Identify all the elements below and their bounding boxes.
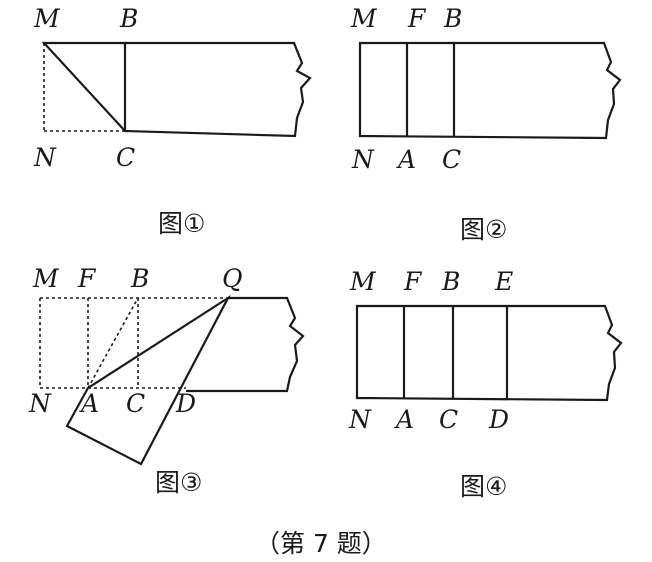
label-d: D bbox=[488, 405, 509, 434]
label-a: A bbox=[394, 405, 414, 434]
figure-3: M F B Q N A C D 图③ bbox=[28, 264, 305, 497]
folded-flap bbox=[65, 294, 231, 466]
paper-strip-outline bbox=[41, 41, 312, 138]
figure-caption: 图① bbox=[158, 209, 205, 238]
paper-strip-outline bbox=[358, 41, 622, 140]
label-b: B bbox=[441, 267, 460, 296]
paper-strip-outline bbox=[355, 304, 623, 402]
dashed-crease-ab bbox=[87, 297, 139, 389]
figure-2: M F B N A C 图② bbox=[350, 4, 622, 244]
label-m: M bbox=[349, 267, 377, 296]
label-n: N bbox=[348, 405, 372, 434]
label-b: B bbox=[130, 264, 149, 293]
label-b: B bbox=[443, 4, 462, 33]
label-f: F bbox=[77, 264, 97, 293]
paper-strip-outline bbox=[186, 296, 305, 393]
label-c: C bbox=[442, 145, 461, 174]
label-a: A bbox=[396, 145, 416, 174]
label-m: M bbox=[32, 264, 60, 293]
label-c: C bbox=[126, 389, 145, 418]
label-f: F bbox=[407, 4, 427, 33]
label-m: M bbox=[33, 4, 61, 33]
dashed-strip-outline bbox=[39, 297, 228, 389]
label-b: B bbox=[119, 4, 138, 33]
label-d: D bbox=[175, 389, 196, 418]
figure-4: M F B E N A C D 图④ bbox=[348, 267, 623, 501]
label-a: A bbox=[79, 389, 99, 418]
figure-caption: 图② bbox=[460, 215, 507, 244]
problem-caption: （第 7 题） bbox=[255, 529, 387, 558]
label-n: N bbox=[33, 143, 57, 172]
label-n: N bbox=[351, 145, 375, 174]
label-q: Q bbox=[222, 264, 243, 293]
label-m: M bbox=[350, 4, 378, 33]
label-c: C bbox=[116, 143, 135, 172]
label-e: E bbox=[494, 267, 513, 296]
label-f: F bbox=[403, 267, 423, 296]
label-c: C bbox=[439, 405, 458, 434]
label-n: N bbox=[28, 389, 52, 418]
figure-1: M B N C 图① bbox=[33, 4, 312, 238]
figure-caption: 图④ bbox=[460, 472, 507, 501]
figure-caption: 图③ bbox=[155, 468, 202, 497]
